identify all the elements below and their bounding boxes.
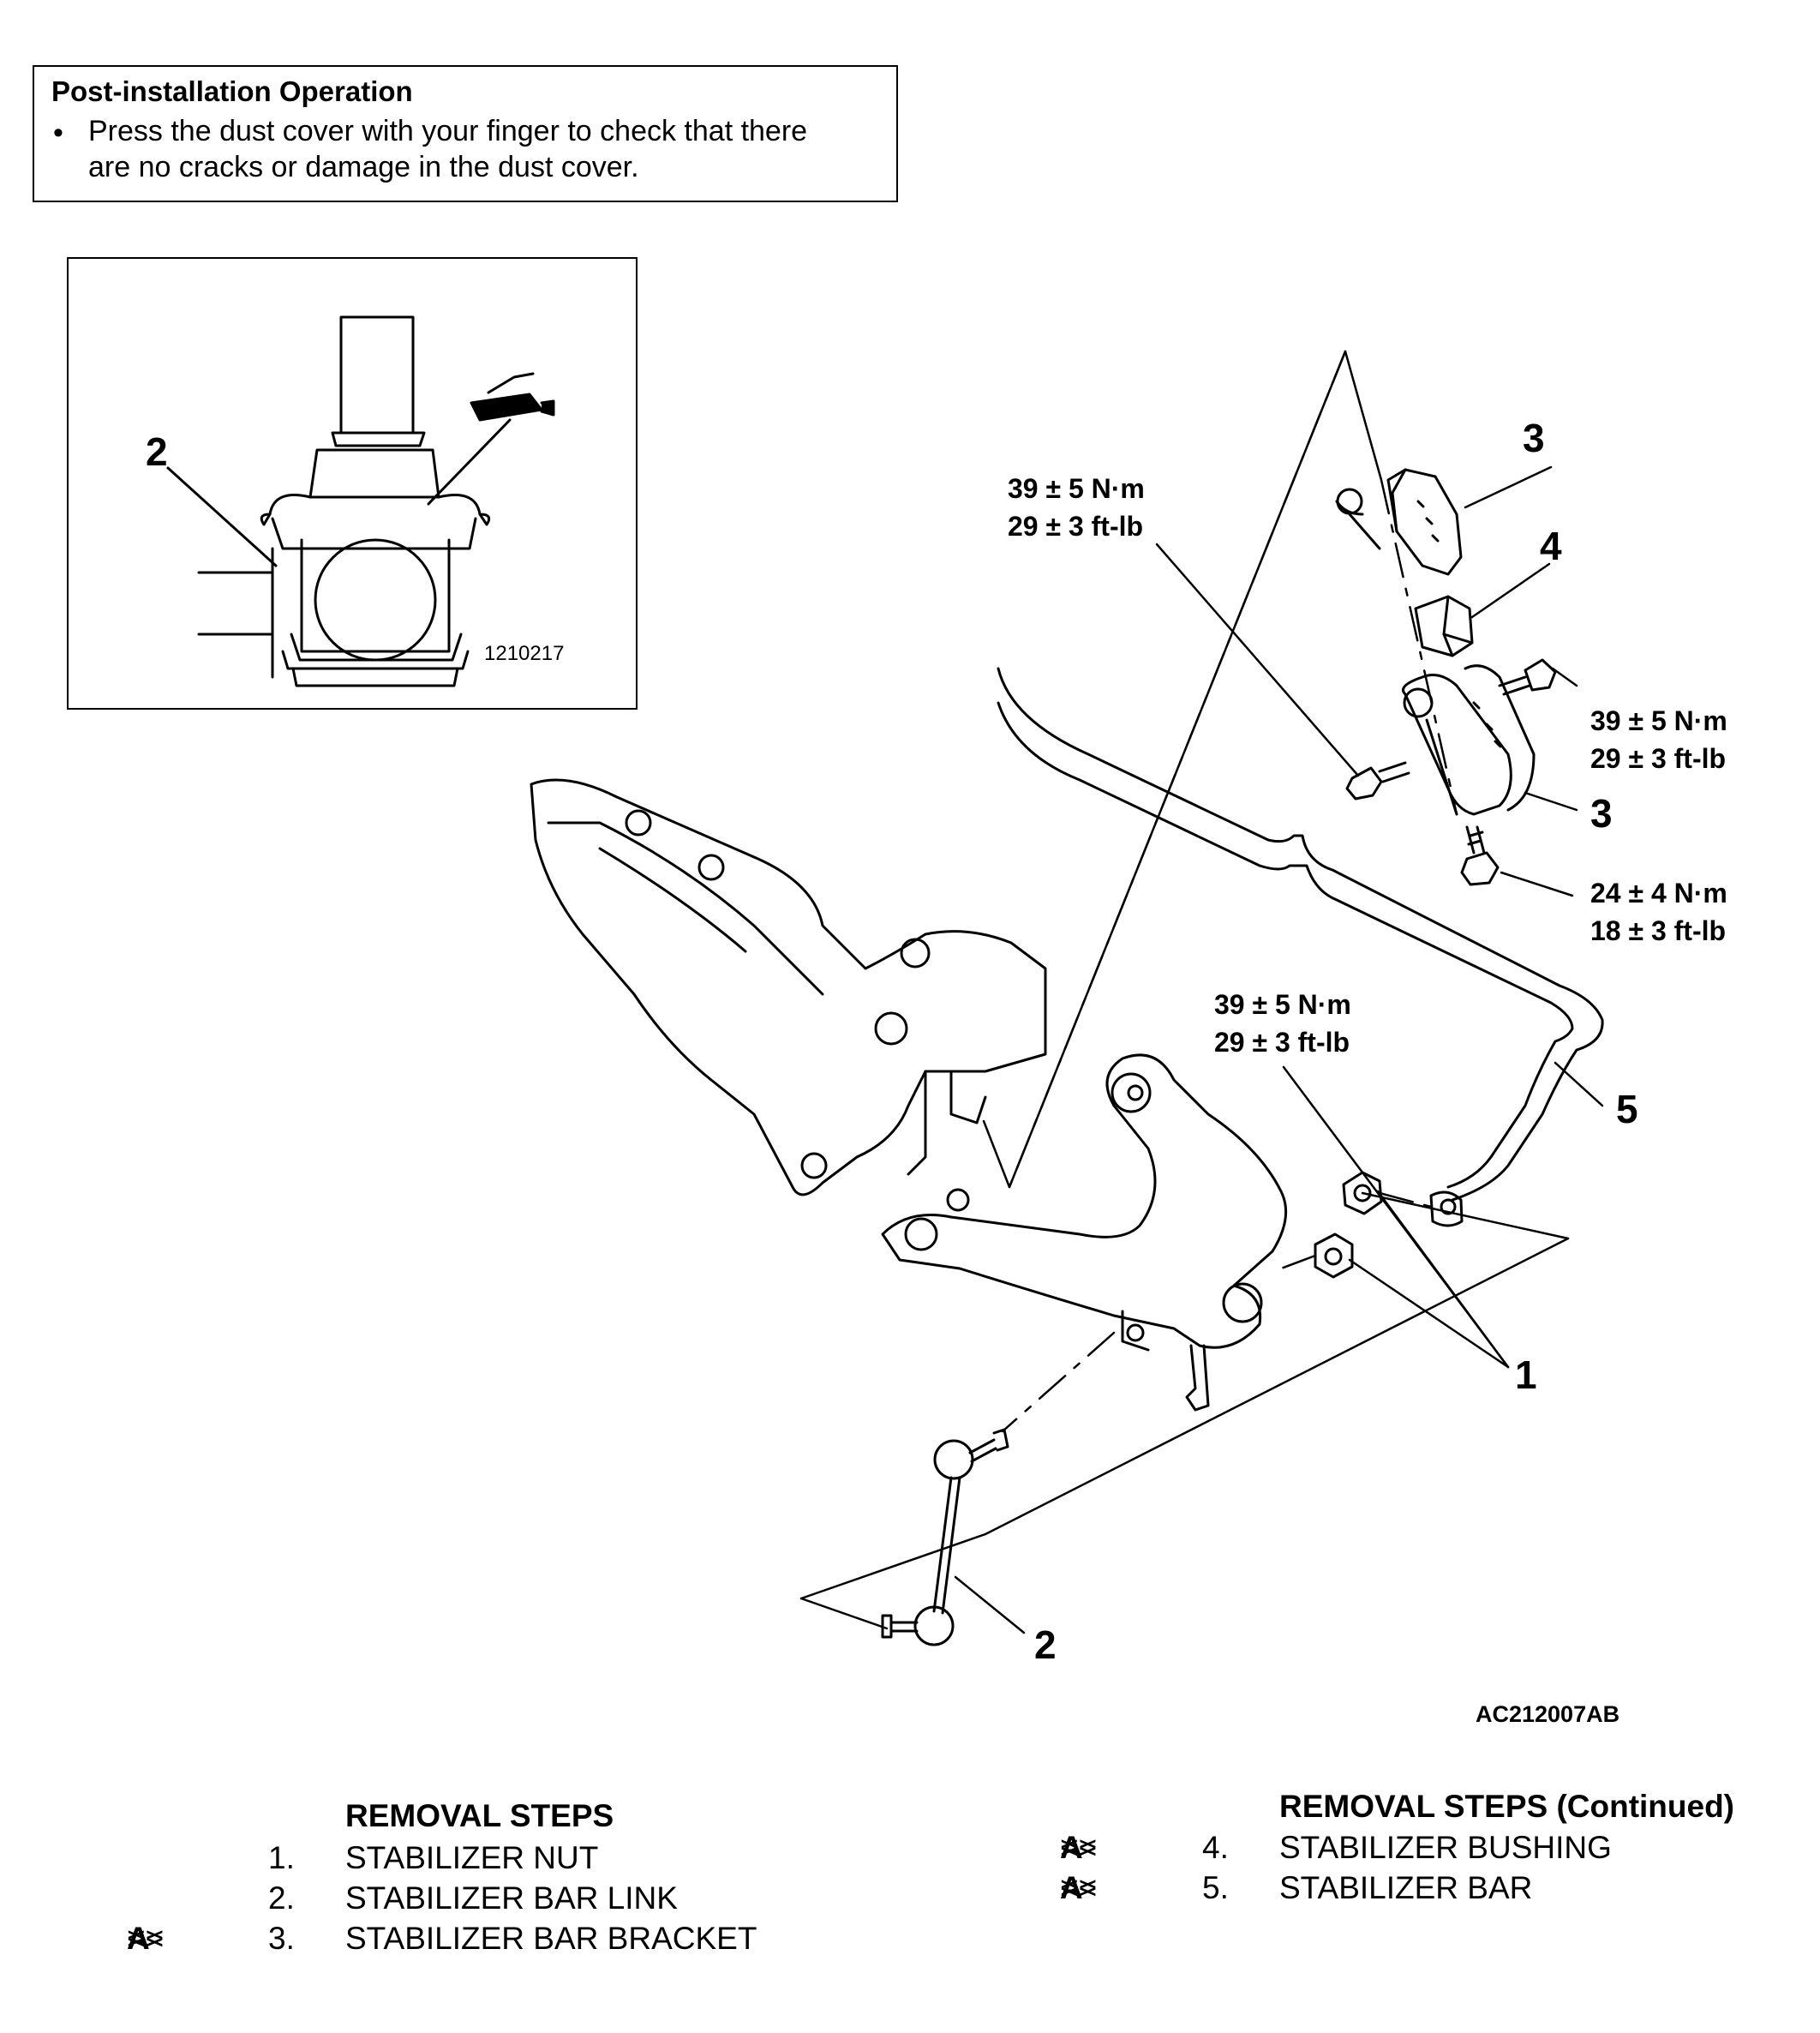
crossmember <box>530 778 1047 1196</box>
bracket-top <box>1335 468 1463 576</box>
note-bullet: • <box>53 117 63 149</box>
step-ref: >>A<< <box>1060 1830 1098 1865</box>
step-number: 3. <box>268 1921 295 1956</box>
callout-3-top: 3 <box>1523 416 1545 460</box>
stabilizer-bar <box>997 667 1604 1202</box>
bolt-upper-left <box>1345 761 1410 801</box>
note-line-2: are no cracks or damage in the dust cove… <box>88 151 639 183</box>
removal-steps-continued-title: REMOVAL STEPS (Continued) <box>1279 1789 1735 1824</box>
torque-nut-nm: 39 ± 5 N·m <box>1214 989 1351 1020</box>
note-line-1: Press the dust cover with your finger to… <box>88 115 808 147</box>
inset-ball-joint-drawing <box>166 315 555 687</box>
torque-bracket-upper-ftlb: 29 ± 3 ft-lb <box>1008 511 1143 542</box>
stabilizer-link <box>881 1428 1009 1646</box>
torque-bracket-right-nm: 39 ± 5 N·m <box>1590 705 1727 736</box>
dashed-alignment-lines <box>1001 350 1458 1433</box>
step-label: STABILIZER BAR <box>1279 1870 1533 1905</box>
bar-end-eye <box>1429 1190 1464 1227</box>
inset-dust-cover-figure <box>67 257 638 710</box>
callout-2: 2 <box>1034 1622 1057 1667</box>
step-label: STABILIZER NUT <box>345 1840 599 1875</box>
bolt-right <box>1498 658 1557 696</box>
step-label: STABILIZER BAR LINK <box>345 1880 678 1916</box>
step-number: 2. <box>268 1880 295 1916</box>
torque-nut-ftlb: 29 ± 3 ft-lb <box>1214 1027 1350 1058</box>
removal-steps-title: REMOVAL STEPS <box>345 1798 614 1833</box>
bushing <box>1414 595 1474 657</box>
inset-callout-2: 2 <box>146 429 168 474</box>
step-ref: >>A<< <box>127 1921 165 1956</box>
step-number: 5. <box>1202 1870 1229 1905</box>
step-number: 4. <box>1202 1830 1229 1865</box>
bolt-lower <box>1460 825 1500 886</box>
callout-5: 5 <box>1616 1087 1638 1131</box>
torque-bolt-lower-nm: 24 ± 4 N·m <box>1590 878 1727 909</box>
callout-1: 1 <box>1515 1352 1537 1397</box>
post-installation-note: Post-installation Operation • Press the … <box>33 65 898 202</box>
figure-code: AC212007AB <box>1476 1701 1620 1727</box>
step-number: 1. <box>268 1840 295 1875</box>
grease-icon <box>470 372 555 422</box>
torque-bracket-right-ftlb: 29 ± 3 ft-lb <box>1590 743 1726 774</box>
callout-4: 4 <box>1540 524 1562 568</box>
lower-control-arm <box>881 1053 1288 1412</box>
bracket-bottom <box>1402 664 1536 816</box>
leader-lines <box>799 350 1604 1634</box>
nut-lower <box>1314 1232 1354 1279</box>
torque-bracket-upper-nm: 39 ± 5 N·m <box>1008 473 1145 504</box>
step-label: STABILIZER BUSHING <box>1279 1830 1612 1865</box>
callout-3-bottom: 3 <box>1590 791 1613 836</box>
step-label: STABILIZER BAR BRACKET <box>345 1921 757 1956</box>
note-title: Post-installation Operation <box>51 75 413 107</box>
inset-figure-code: 1210217 <box>484 642 564 665</box>
step-ref: >>A<< <box>1060 1870 1098 1905</box>
torque-bolt-lower-ftlb: 18 ± 3 ft-lb <box>1590 915 1726 946</box>
